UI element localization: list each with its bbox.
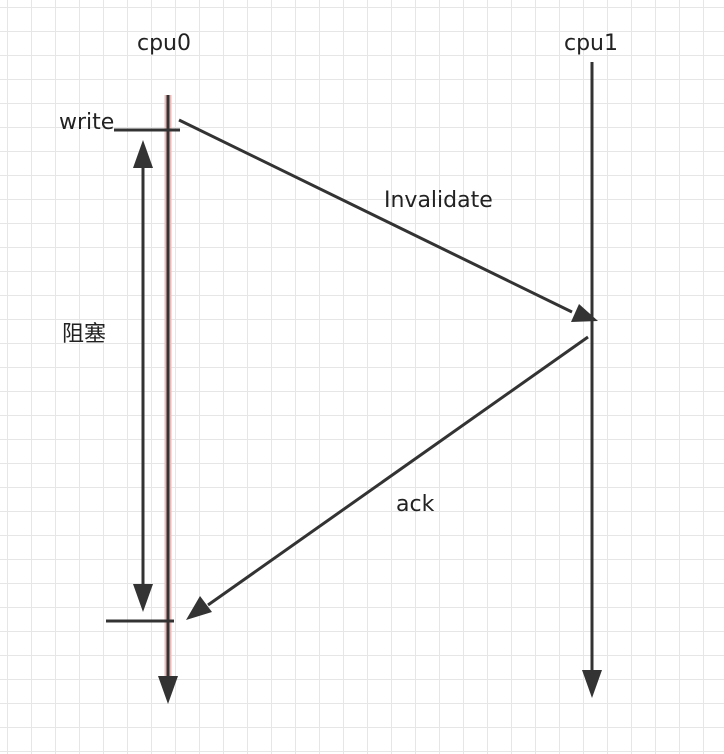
blocked-span-arrowhead-bottom [133,584,153,612]
cpu0-label: cpu0 [137,31,192,56]
ack-label: ack [396,492,435,517]
cpu0-lifeline-arrowhead [158,676,178,704]
blocked-span-arrowhead-top [133,140,153,168]
cpu1-label: cpu1 [564,31,619,56]
invalidate-label: Invalidate [384,188,493,213]
invalidate-arrowhead [571,304,598,322]
ack-message-line [207,335,589,607]
ack-arrowhead [186,596,212,620]
write-label: write [59,110,115,135]
blocked-label: 阻塞 [62,322,107,347]
cpu1-lifeline-arrowhead [582,670,602,698]
invalidate-message-line [178,118,573,314]
